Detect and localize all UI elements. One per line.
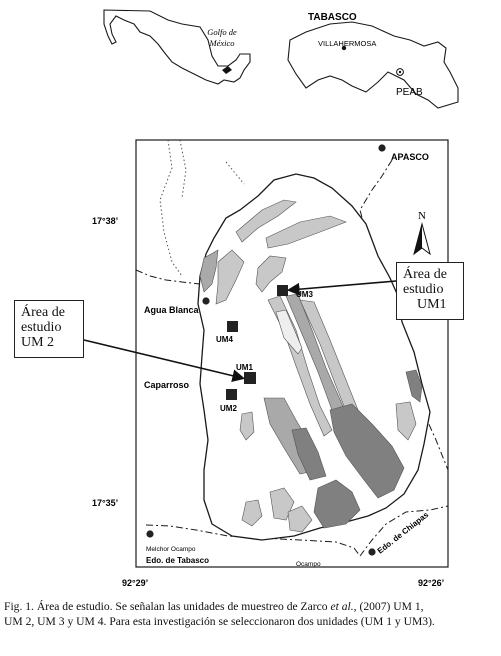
- callout-um2: Área de estudio UM 2: [14, 300, 84, 358]
- um3-label: UM3: [296, 290, 313, 299]
- patch-nw-corner: [199, 249, 219, 293]
- patch-east-dark: [329, 403, 405, 499]
- chiapas-dot: [368, 548, 376, 556]
- dotted-line-2: [179, 139, 187, 199]
- callout-um1: Área de estudio UM1: [396, 262, 464, 320]
- callout-um2-line2: estudio: [21, 320, 62, 335]
- arrow-um2-callout: [83, 339, 246, 382]
- caption-line1-italic: et al.: [330, 600, 354, 613]
- patch-north-1: [235, 199, 297, 243]
- um3-marker: [277, 285, 288, 296]
- patch-east-small: [405, 369, 423, 403]
- patch-west-dots: [239, 411, 255, 441]
- patch-south-dark: [313, 479, 361, 529]
- apasco-dot: [378, 144, 386, 152]
- gulf-label-line1: Golfo de: [207, 27, 237, 37]
- lat-bottom-label: 17°35’: [92, 498, 118, 508]
- patch-southwest-2: [291, 427, 327, 481]
- ocampo-label: Ocampo: [296, 561, 321, 568]
- melchor-ocampo-dot: [146, 530, 154, 538]
- um1-label: UM1: [236, 363, 253, 372]
- villahermosa-label: VILLAHERMOSA: [318, 39, 376, 48]
- callout-um2-line3: UM 2: [21, 335, 55, 350]
- tabasco-state-map-label: Edo. de Tabasco: [146, 556, 209, 565]
- tabasco-state-label: TABASCO: [308, 12, 357, 23]
- patch-um3-lobe: [255, 255, 287, 293]
- chiapas-boundary: [359, 505, 449, 557]
- mexico-outline: [103, 9, 251, 85]
- patch-east-pale: [395, 401, 417, 441]
- figure-caption: Fig. 1. Área de estudio. Se señalan las …: [4, 599, 498, 629]
- inset-mexico: Golfo de México: [103, 9, 251, 85]
- melchor-ocampo-label: Melchor Ocampo: [146, 546, 196, 553]
- patch-south-light-2: [287, 505, 313, 533]
- road-dotted-line: [159, 139, 183, 277]
- caption-line1-a: Fig. 1. Área de estudio. Se señalan las …: [4, 600, 331, 613]
- um4-marker: [227, 321, 238, 332]
- north-label: N: [418, 210, 426, 222]
- lon-right-label: 92°26’: [418, 578, 444, 588]
- state-boundary-west: [135, 269, 201, 285]
- mexico-highlight: [222, 66, 232, 74]
- gulf-label-line2: México: [208, 38, 234, 48]
- north-arrow: N: [413, 210, 431, 256]
- patch-south-light-3: [241, 499, 263, 527]
- um4-label: UM4: [216, 335, 233, 344]
- um2-label: UM2: [220, 404, 237, 413]
- caption-line-1: Fig. 1. Área de estudio. Se señalan las …: [4, 599, 498, 614]
- callout-um1-line1: Área de: [403, 267, 447, 282]
- peab-label: PEAB: [396, 87, 423, 98]
- patch-west-tongue: [215, 249, 245, 305]
- callout-um1-line2: estudio: [403, 282, 444, 297]
- patch-north-2: [265, 215, 347, 249]
- agua-blanca-dot: [202, 297, 210, 305]
- inset-tabasco: TABASCO VILLAHERMOSA PEAB: [287, 12, 459, 109]
- callout-um1-line3: UM1: [417, 297, 447, 312]
- caption-line1-b: , (2007) UM 1,: [353, 600, 424, 613]
- apasco-label: APASCO: [391, 152, 429, 162]
- um2-marker: [226, 389, 237, 400]
- agua-blanca-label: Agua Blanca: [144, 305, 200, 315]
- lon-left-label: 92°29’: [122, 578, 148, 588]
- caption-line-2: UM 2, UM 3 y UM 4. Para esta investigaci…: [4, 615, 435, 628]
- patch-white-strip: [275, 309, 303, 355]
- dotted-line-3: [225, 161, 245, 185]
- caparroso-label: Caparroso: [144, 380, 190, 390]
- tabasco-outline: [287, 21, 459, 109]
- arrow-um1-callout: [286, 280, 397, 296]
- um1-marker: [244, 372, 256, 384]
- callout-um2-line1: Área de: [21, 305, 65, 320]
- lat-top-label: 17°38’: [92, 216, 118, 226]
